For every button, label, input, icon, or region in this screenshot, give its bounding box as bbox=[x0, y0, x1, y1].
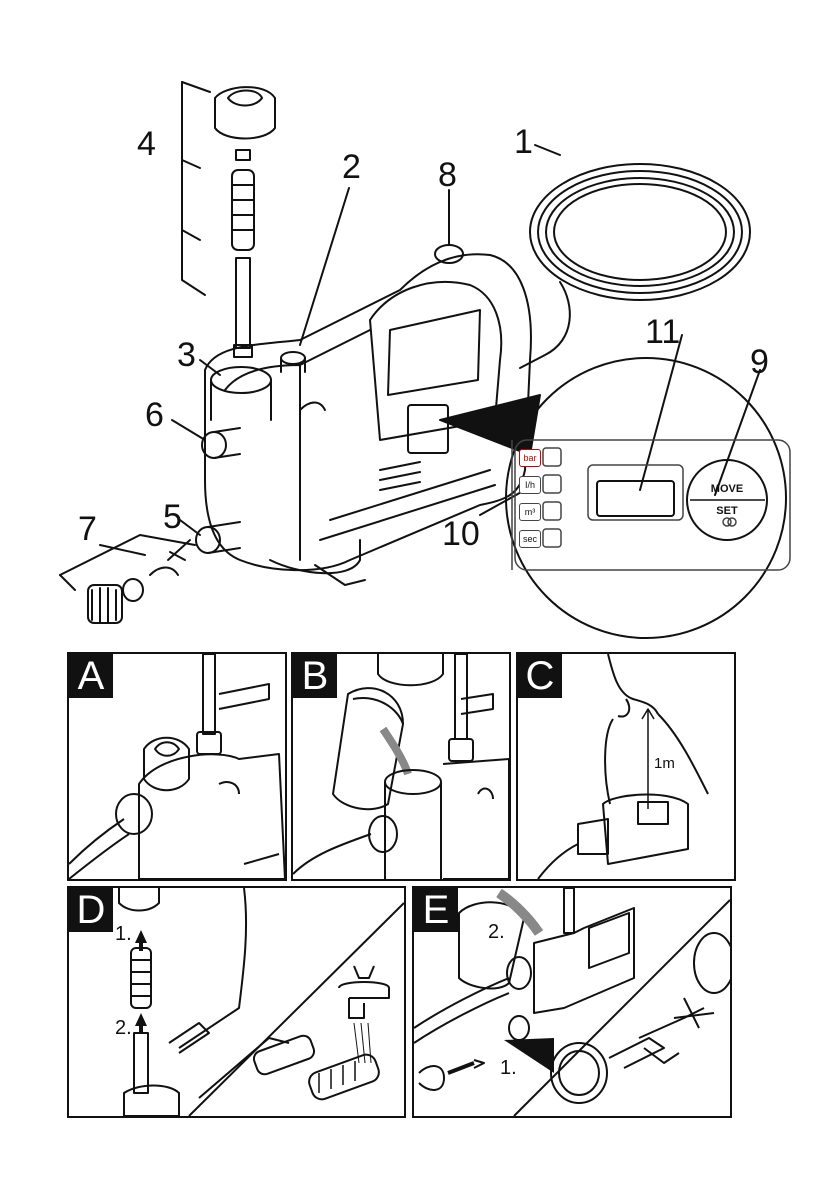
height-label: 1m bbox=[654, 755, 675, 772]
panel-a: A bbox=[67, 652, 287, 881]
panel-d-badge: D bbox=[69, 888, 113, 932]
panel-d-step-2: 2. bbox=[115, 1017, 132, 1039]
callout-1: 1 bbox=[514, 123, 533, 161]
panel-d: D 1. 2. bbox=[67, 886, 406, 1118]
outlet-set bbox=[59, 534, 196, 624]
panel-e: E 1. 2. bbox=[412, 886, 732, 1118]
dial-set-label: SET bbox=[716, 505, 738, 517]
panel-c: C 1m bbox=[516, 652, 736, 881]
callout-5: 5 bbox=[163, 498, 182, 536]
button-bar: bar bbox=[519, 449, 541, 467]
pump-exploded-view bbox=[59, 81, 791, 639]
button-liters-per-hour: I/h bbox=[519, 476, 541, 494]
panel-b: B bbox=[291, 652, 511, 881]
panel-e-badge: E bbox=[414, 888, 458, 932]
filter-cartridge bbox=[181, 81, 276, 358]
panel-e-step-1: 1. bbox=[500, 1057, 517, 1079]
panel-a-illustration bbox=[69, 654, 285, 879]
callout-2: 2 bbox=[342, 148, 361, 186]
panel-c-illustration bbox=[537, 654, 709, 879]
panel-e-step-2: 2. bbox=[488, 921, 505, 943]
callout-8: 8 bbox=[438, 156, 457, 194]
callout-3: 3 bbox=[177, 336, 196, 374]
callout-4: 4 bbox=[137, 125, 156, 163]
panel-e-illustration bbox=[414, 888, 730, 1116]
callout-6: 6 bbox=[145, 396, 164, 434]
callout-11: 11 bbox=[645, 313, 681, 351]
callout-7: 7 bbox=[78, 510, 97, 548]
button-seconds: sec bbox=[519, 530, 541, 548]
panel-d-step-1: 1. bbox=[115, 923, 132, 945]
callout-9: 9 bbox=[750, 343, 769, 381]
panel-b-badge: B bbox=[293, 654, 337, 698]
panel-b-illustration bbox=[293, 654, 509, 879]
callout-10: 10 bbox=[442, 515, 480, 553]
hose-coil bbox=[519, 163, 751, 369]
panel-c-badge: C bbox=[518, 654, 562, 698]
dial-move-label: MOVE bbox=[710, 483, 744, 495]
control-panel-detail bbox=[511, 439, 791, 571]
panel-d-illustration bbox=[118, 888, 404, 1116]
pump-body bbox=[195, 244, 532, 586]
panel-a-badge: A bbox=[69, 654, 113, 698]
button-cubic-meters: m³ bbox=[519, 503, 541, 521]
